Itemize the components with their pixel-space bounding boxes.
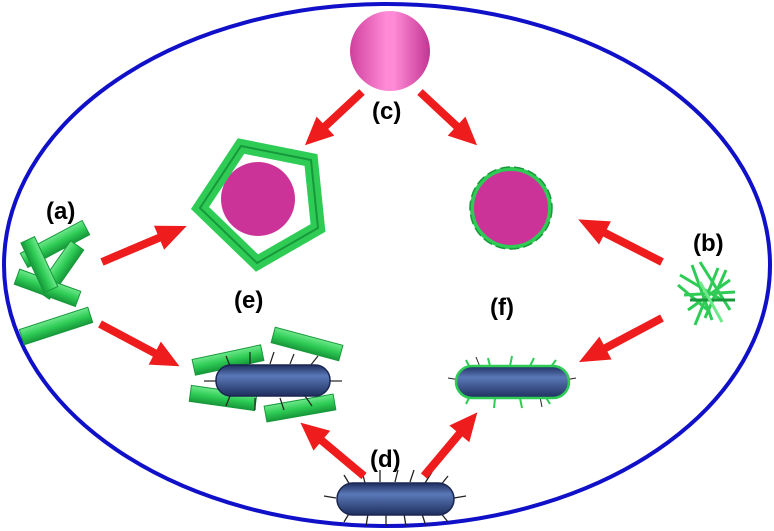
green-fiber-bundle-icon <box>677 261 736 326</box>
label-e: (e) <box>234 287 264 314</box>
label-b: (b) <box>693 230 724 257</box>
rod-wrapped-bacterium-icon <box>188 326 344 423</box>
arrow-c-to-upper-left <box>304 89 365 146</box>
fiber-coated-sphere-icon <box>469 166 553 250</box>
arrow-c-to-upper-right <box>417 89 478 146</box>
fiber-coated-bacterium-icon <box>447 355 577 409</box>
arrow-a-to-upper-left <box>100 225 187 266</box>
arrow-d-to-f <box>420 412 478 479</box>
rod-bacterium-icon <box>323 469 467 527</box>
reaction-arrows <box>98 89 664 480</box>
arrow-a-to-e <box>98 320 180 367</box>
rod-wrapped-sphere-icon <box>190 138 326 272</box>
label-c: (c) <box>372 98 402 125</box>
arrow-b-to-upper-right <box>578 219 664 266</box>
magenta-sphere-icon <box>350 11 430 91</box>
arrow-b-to-f <box>579 314 664 363</box>
label-a: (a) <box>46 198 76 225</box>
label-d: (d) <box>370 446 401 473</box>
label-f: (f) <box>490 294 514 321</box>
green-nanorod-cluster-icon <box>13 219 94 346</box>
arrow-d-to-e <box>300 422 367 480</box>
